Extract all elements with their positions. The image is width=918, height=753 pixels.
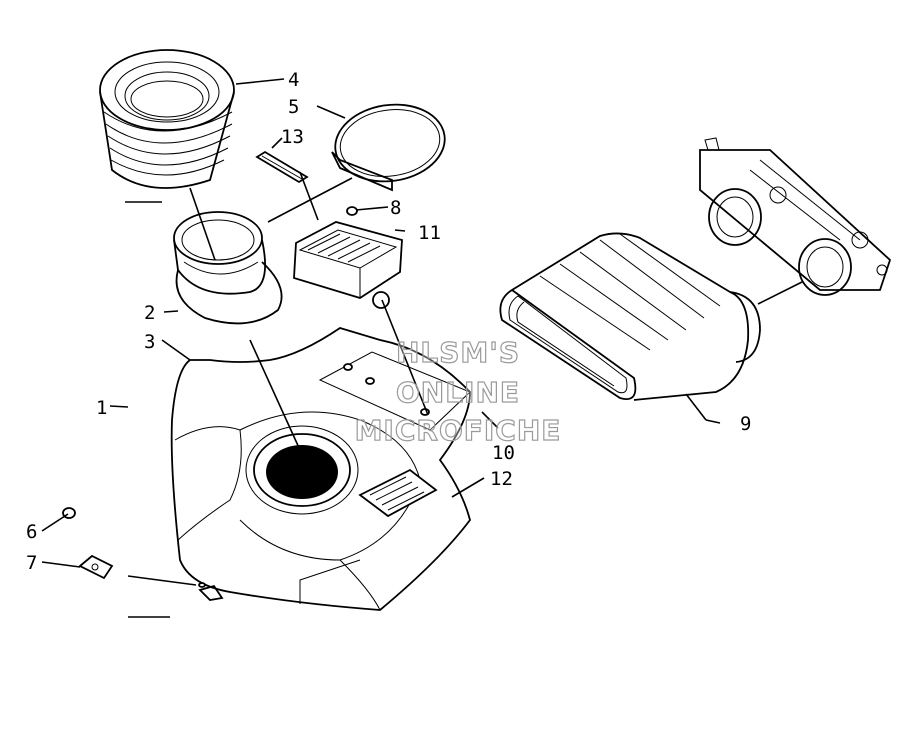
callout-9: 9 [740,413,751,435]
grommet [62,507,76,519]
callout-12: 12 [490,468,513,490]
callout-8: 8 [390,197,401,219]
clamp-ring [331,103,446,192]
callout-1: 1 [96,397,107,419]
watermark-line-2: ONLINE [396,376,520,409]
clip [78,554,114,580]
callout-7: 7 [26,552,37,574]
callout-5: 5 [288,96,299,118]
callout-2: 2 [144,302,155,324]
intake-duct [499,232,761,401]
air-box-housing [170,327,471,611]
filter-strip [255,150,309,184]
callout-6: 6 [26,521,37,543]
screw-8 [346,206,358,216]
intake-adapter [173,211,283,325]
callout-13: 13 [281,126,304,148]
watermark-line-1: HLSM'S [396,336,520,369]
callout-4: 4 [288,69,299,91]
leader-lines [41,78,803,618]
filter-box [293,221,403,309]
carburetor-assembly [699,137,892,296]
callout-11: 11 [418,222,441,244]
callout-3: 3 [144,331,155,353]
callout-10: 10 [492,442,515,464]
bellows-boot [99,49,235,189]
watermark-line-3: MICROFICHE [355,414,562,447]
